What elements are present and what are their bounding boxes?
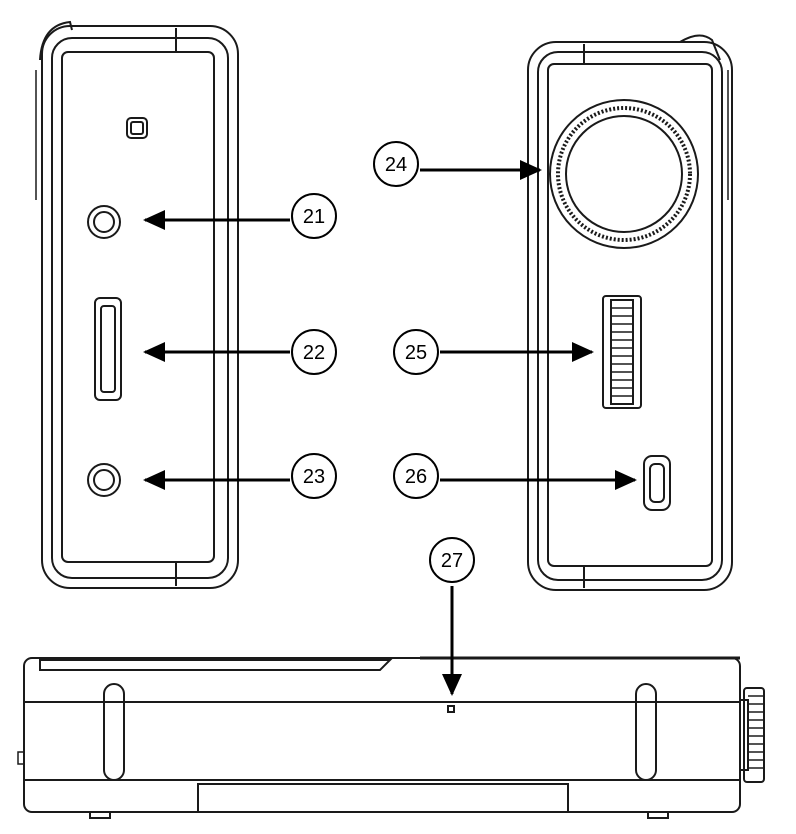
right-view-inner-rim <box>537 51 723 581</box>
right-view-outer-body <box>527 41 733 591</box>
dial-24-outer <box>549 99 699 249</box>
wheel-25-inner <box>610 299 634 405</box>
dial-24-knurl <box>556 106 692 242</box>
callout-arrows <box>143 160 637 696</box>
bottom-view-knob-outer <box>743 687 765 783</box>
callout-26: 26 <box>393 453 439 499</box>
left-view-small-indicator <box>126 117 148 139</box>
usb-port-26-outer <box>643 455 671 511</box>
pinhole-27 <box>447 705 455 713</box>
left-view-small-indicator-inner <box>130 121 144 135</box>
callout-27-label: 27 <box>441 550 463 572</box>
callout-27: 27 <box>429 537 475 583</box>
bottom-view-knob-collar <box>739 699 749 771</box>
callouts: 21 22 23 24 25 26 27 <box>291 141 475 583</box>
callout-25: 25 <box>393 329 439 375</box>
left-side-view <box>35 20 239 589</box>
left-view-inner-rim <box>51 37 229 579</box>
port-23-inner <box>93 469 115 491</box>
bottom-view-top-groove <box>39 659 393 671</box>
callout-22: 22 <box>291 329 337 375</box>
port-23-outer <box>87 463 121 497</box>
slot-22-outer <box>94 297 122 401</box>
bottom-view-side-button <box>17 751 25 765</box>
callout-23: 23 <box>291 453 337 499</box>
right-view-face-panel <box>547 63 713 567</box>
callout-24: 24 <box>373 141 419 187</box>
callout-22-label: 22 <box>303 342 325 364</box>
left-view-top-knob <box>39 20 73 61</box>
bottom-view <box>17 656 765 819</box>
bottom-view-foot-pad-right <box>647 812 669 819</box>
bottom-view-foot-right <box>635 683 657 781</box>
port-21-inner <box>93 211 115 233</box>
usb-port-26-inner <box>649 463 665 503</box>
bottom-view-foot-left <box>103 683 125 781</box>
callout-24-label: 24 <box>385 154 407 176</box>
callout-23-label: 23 <box>303 466 325 488</box>
callout-21: 21 <box>291 193 337 239</box>
right-view-top-knob <box>679 34 721 61</box>
bottom-view-foot-pad-left <box>89 812 111 819</box>
wheel-25-outer <box>602 295 642 409</box>
left-view-outer-body <box>41 25 239 589</box>
bottom-view-stand <box>197 783 569 813</box>
bottom-view-body <box>23 657 741 813</box>
callout-21-label: 21 <box>303 206 325 228</box>
dial-24-inner <box>565 115 683 233</box>
port-21-outer <box>87 205 121 239</box>
left-view-face-panel <box>61 51 215 563</box>
callout-25-label: 25 <box>405 342 427 364</box>
wheel-25-ridges <box>611 307 633 397</box>
callout-26-label: 26 <box>405 466 427 488</box>
bottom-view-knob-ridges <box>748 695 764 769</box>
slot-22-inner <box>100 305 116 393</box>
right-side-view <box>527 34 733 591</box>
